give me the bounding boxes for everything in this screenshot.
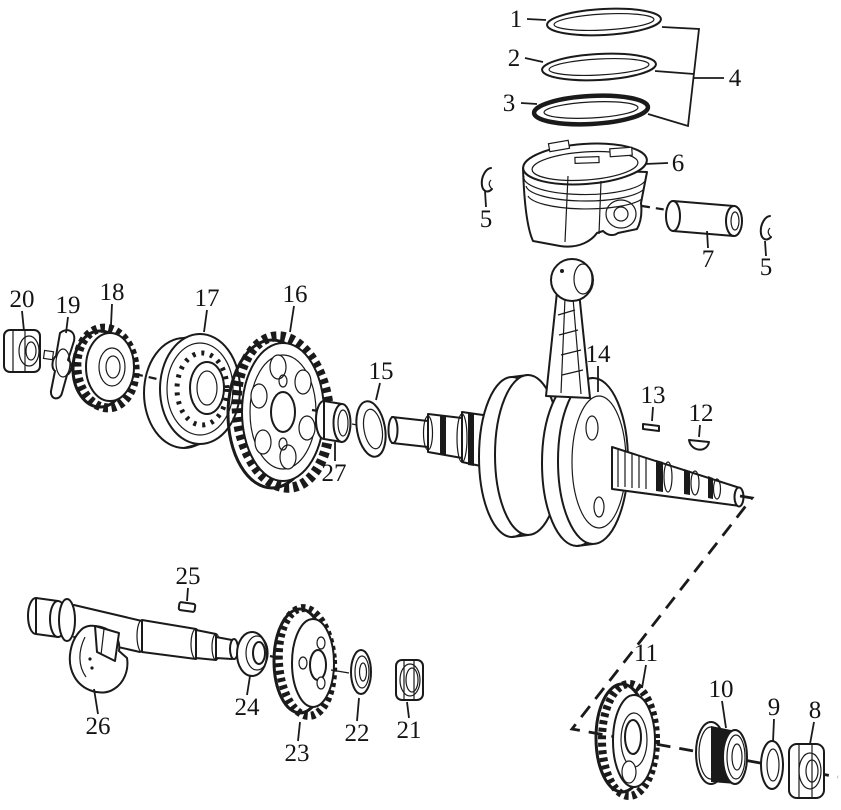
- leader-21: [406, 701, 410, 719]
- piston-ring-top: [546, 7, 662, 37]
- callout-12: 12: [689, 400, 714, 427]
- callout-14: 14: [586, 341, 612, 368]
- output-bearing: [695, 721, 748, 785]
- leader-3: [520, 102, 538, 105]
- thrust-washer: [355, 400, 387, 458]
- leader-6: [644, 162, 669, 165]
- ring-set-bracket: [647, 26, 724, 128]
- callout-leader-lines: [21, 18, 815, 745]
- callout-5-left: 5: [480, 206, 493, 233]
- leader-7: [706, 230, 709, 249]
- piston-ring-second: [541, 52, 657, 82]
- leader-16: [289, 305, 295, 333]
- leader-5a: [484, 190, 487, 208]
- axis-line-23-22: [330, 669, 350, 674]
- callout-2: 2: [508, 45, 521, 72]
- balancer-collar: [236, 631, 269, 677]
- piston-pin-circlip-left: [480, 167, 493, 193]
- piston-pin-circlip-right: [759, 215, 772, 241]
- callout-10: 10: [709, 676, 734, 703]
- callout-15: 15: [369, 358, 394, 385]
- callout-5-right: 5: [760, 254, 773, 281]
- crankshaft: [387, 258, 745, 547]
- output-lock-washer: [760, 740, 784, 790]
- leader-19: [65, 316, 69, 334]
- balancer-key: [177, 601, 197, 613]
- callout-24: 24: [235, 694, 261, 721]
- pin-axis-dashes: [641, 204, 668, 212]
- leader-23: [297, 721, 301, 742]
- callout-19: 19: [56, 292, 81, 319]
- callout-9: 9: [768, 694, 781, 721]
- callout-11: 11: [634, 640, 658, 667]
- lock-washer-plate: [42, 329, 76, 400]
- leader-9: [772, 718, 775, 743]
- piston: [522, 139, 648, 248]
- leader-1: [526, 18, 547, 21]
- main-bearing: [143, 333, 241, 449]
- leader-25: [186, 587, 189, 602]
- callout-23: 23: [285, 740, 310, 767]
- callout-16: 16: [283, 281, 308, 308]
- callout-27: 27: [322, 460, 347, 487]
- leader-26: [93, 688, 99, 715]
- callout-7: 7: [702, 246, 715, 273]
- callout-13: 13: [641, 382, 666, 409]
- callout-17: 17: [195, 285, 220, 312]
- balancer-counterweight: [68, 624, 129, 694]
- callout-8: 8: [809, 697, 822, 724]
- woodruff-key: [688, 439, 710, 451]
- leader-5b: [764, 240, 767, 257]
- callout-26: 26: [86, 713, 111, 740]
- timing-sprocket-gear: [71, 323, 140, 413]
- callout-22: 22: [345, 720, 370, 747]
- piston-oil-ring: [531, 93, 651, 127]
- dowel-pin: [642, 423, 660, 432]
- leader-12: [698, 424, 701, 438]
- leader-8: [809, 721, 815, 745]
- callout-25: 25: [176, 563, 201, 590]
- balancer-drive-gear: [594, 680, 660, 800]
- leader-2: [524, 57, 544, 63]
- primary-drive-gear: [226, 331, 335, 493]
- leader-15: [375, 382, 381, 401]
- leader-10: [721, 700, 727, 729]
- callout-labels: 1 2 3 4 5 6 7 5 20 19 18 17 16 15 27 14 …: [10, 6, 822, 767]
- balancer-nut: [395, 659, 424, 701]
- spacer-bushing: [315, 400, 352, 443]
- leader-17: [203, 309, 208, 333]
- callout-20: 20: [10, 286, 35, 313]
- leader-18: [110, 303, 113, 326]
- leader-11: [641, 664, 647, 689]
- axis-dashes-18-17: [134, 372, 158, 381]
- callout-6: 6: [672, 150, 685, 177]
- callout-1: 1: [510, 6, 523, 33]
- callout-4: 4: [729, 65, 742, 92]
- piston-pin: [665, 200, 743, 237]
- leader-22: [356, 697, 360, 722]
- balancer-washer: [350, 649, 372, 695]
- balancer-driven-gear: [272, 604, 338, 720]
- balancer-shaft: [27, 597, 239, 661]
- callout-18: 18: [100, 279, 125, 306]
- callout-3: 3: [503, 90, 516, 117]
- callout-21: 21: [397, 717, 422, 744]
- output-nut: [788, 743, 825, 799]
- leader-24: [246, 675, 251, 696]
- leader-13: [651, 406, 654, 422]
- crank-nut-left: [3, 329, 41, 373]
- leader-20: [21, 310, 25, 332]
